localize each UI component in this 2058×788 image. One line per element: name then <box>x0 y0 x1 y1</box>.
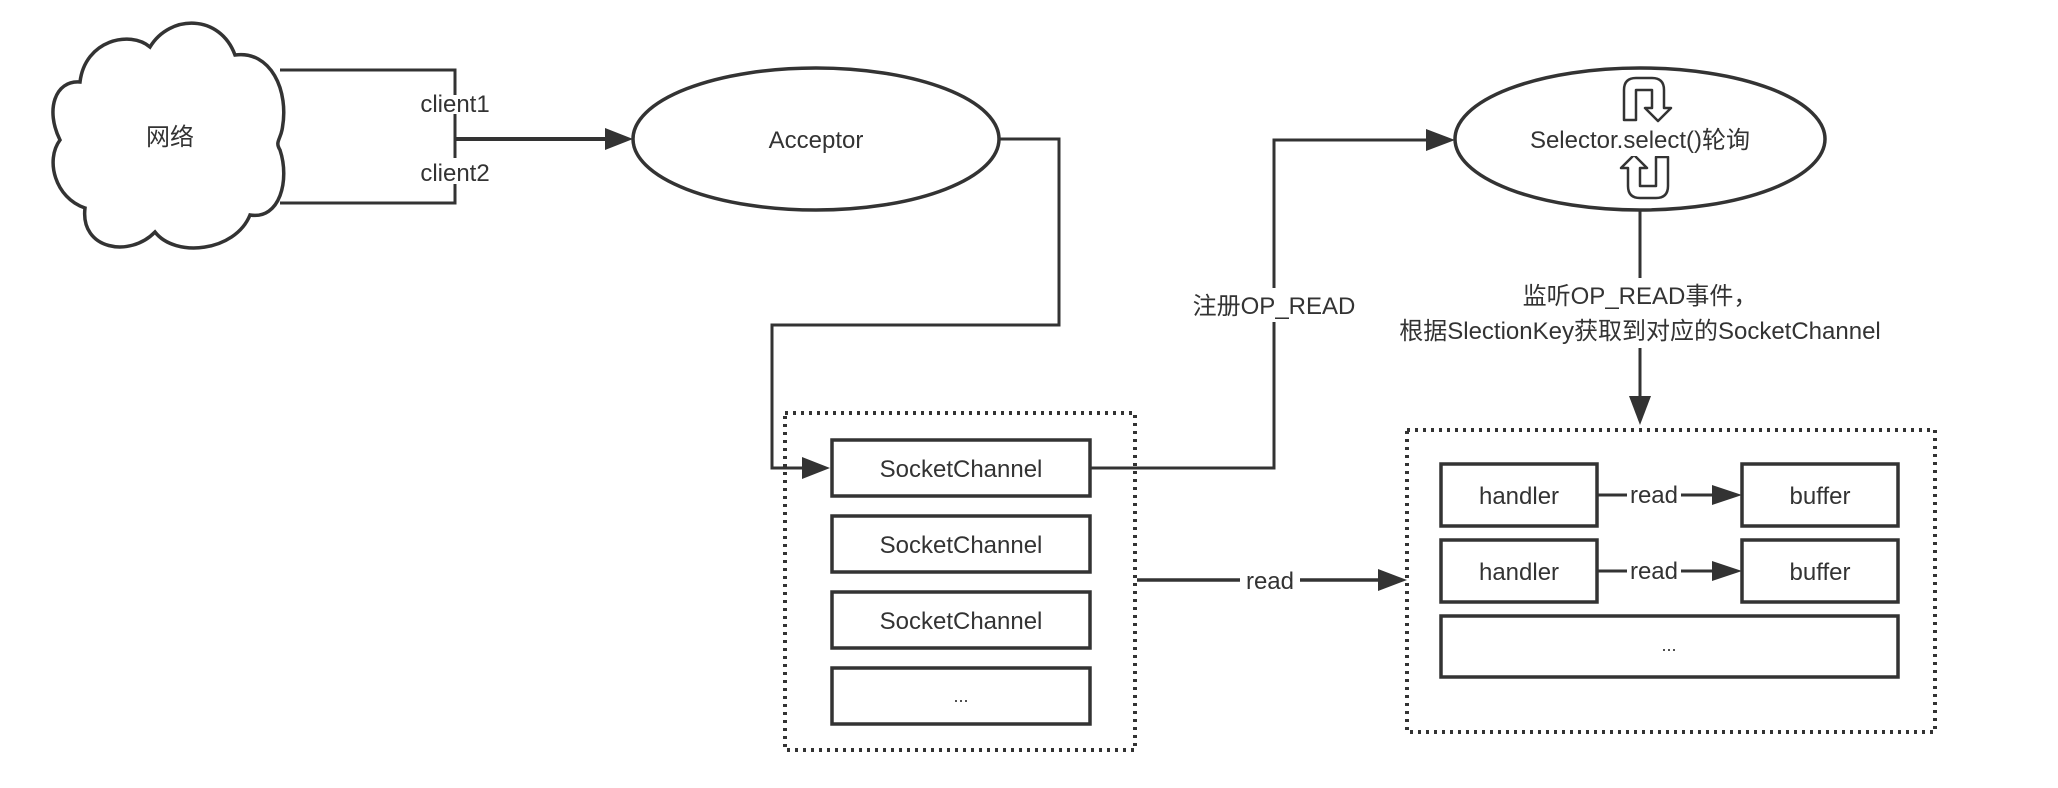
read-label: read <box>1630 482 1678 509</box>
loop-arrow-bottom-icon <box>1619 153 1670 200</box>
handler-group: handler read buffer handler <box>1405 428 1937 734</box>
arrowhead-icon <box>1629 396 1651 425</box>
socket-channel-group: SocketChannel SocketChannel SocketChanne… <box>783 411 1137 752</box>
handler-group-border <box>1405 428 1937 734</box>
ellipsis-label: ... <box>1661 635 1676 655</box>
cloud-shape <box>51 21 286 250</box>
client1-label: client1 <box>420 91 489 118</box>
client1-line <box>280 68 457 95</box>
client2-line <box>280 184 457 205</box>
arrowhead-icon <box>1712 561 1742 581</box>
ellipsis-label: ... <box>953 686 968 706</box>
socket-channel-2[interactable]: SocketChannel <box>830 514 1092 574</box>
loop-arrow-top-icon <box>1622 76 1673 123</box>
socket-channel-label: SocketChannel <box>880 532 1043 559</box>
socket-channel-label: SocketChannel <box>880 608 1043 635</box>
buffer-box[interactable]: buffer <box>1740 538 1900 604</box>
handler-row: handler read buffer <box>1439 462 1900 528</box>
listen-label-line1: 监听OP_READ事件， <box>1523 283 1758 310</box>
arrowhead-icon <box>1426 129 1455 151</box>
read-label: read <box>1630 558 1678 585</box>
acceptor-node[interactable]: Acceptor <box>631 66 1001 212</box>
listen-label-line2: 根据SlectionKey获取到对应的SocketChannel <box>1399 318 1881 345</box>
arrowhead-icon <box>1712 485 1742 505</box>
network-cloud[interactable]: 网络 <box>51 21 286 250</box>
edge-register-op-read: 注册OP_READ <box>1090 129 1455 470</box>
handler-to-buffer-edge: read <box>1597 482 1742 509</box>
arrowhead-icon <box>802 457 830 479</box>
network-label: 网络 <box>146 124 194 151</box>
buffer-box[interactable]: buffer <box>1740 462 1900 528</box>
client-connections: client1 client2 <box>280 68 490 205</box>
edge-listen-op-read: 监听OP_READ事件， 根据SlectionKey获取到对应的SocketCh… <box>1385 210 1895 425</box>
buffer-label: buffer <box>1790 559 1851 586</box>
socket-channel-3[interactable]: SocketChannel <box>830 590 1092 650</box>
arrowhead-icon <box>1378 569 1407 591</box>
handler-label: handler <box>1479 559 1559 586</box>
socket-channel-more[interactable]: ... <box>830 666 1092 726</box>
handler-box[interactable]: handler <box>1439 462 1599 528</box>
register-op-read-label: 注册OP_READ <box>1193 293 1356 320</box>
selector-node[interactable]: Selector.select()轮询 <box>1453 66 1827 212</box>
socket-channel-label: SocketChannel <box>880 456 1043 483</box>
read-label: read <box>1246 568 1294 595</box>
edge-read: read <box>1137 566 1407 595</box>
buffer-label: buffer <box>1790 483 1851 510</box>
handler-label: handler <box>1479 483 1559 510</box>
edge-clients-to-acceptor <box>455 128 633 150</box>
handler-to-buffer-edge: read <box>1597 558 1742 585</box>
handler-row: handler read buffer <box>1439 538 1900 604</box>
handler-more-box[interactable]: ... <box>1439 614 1900 679</box>
socket-channel-1[interactable]: SocketChannel <box>830 438 1092 498</box>
client2-label: client2 <box>420 160 489 187</box>
acceptor-label: Acceptor <box>769 127 864 154</box>
handler-box[interactable]: handler <box>1439 538 1599 604</box>
edge-acceptor-to-channel <box>770 137 1061 479</box>
selector-label: Selector.select()轮询 <box>1530 127 1750 154</box>
arrowhead-icon <box>605 128 633 150</box>
